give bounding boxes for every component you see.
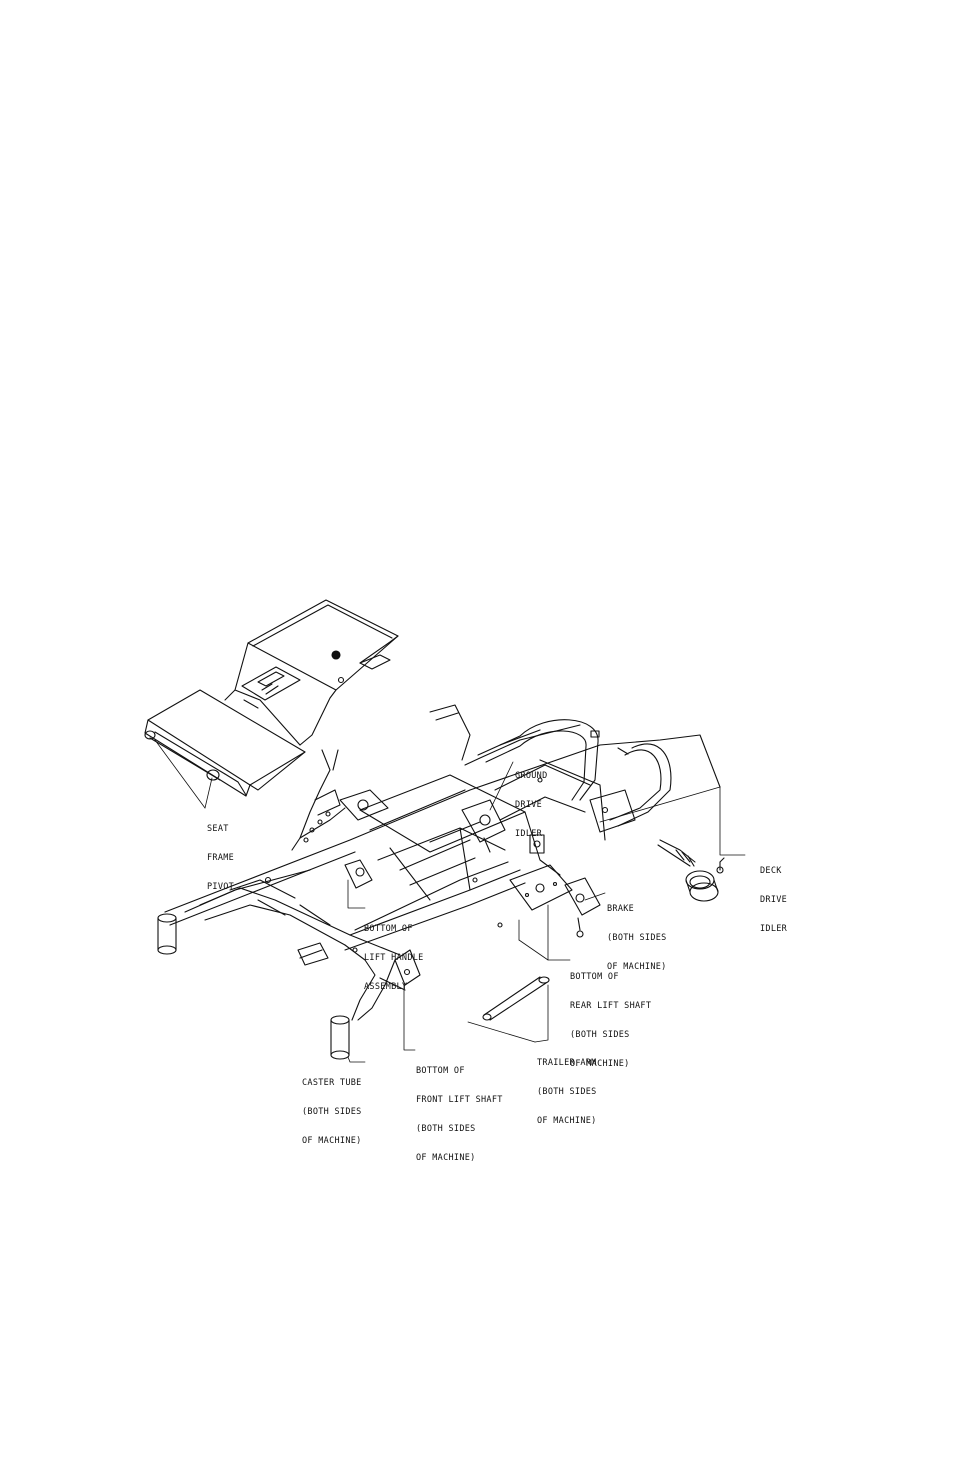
callout-line: DECK <box>760 866 782 877</box>
callout-line: BRAKE <box>607 904 635 915</box>
callout-line: FRAME <box>207 852 235 863</box>
callout-line: OF MACHINE) <box>537 1115 597 1126</box>
callout-line: (BOTH SIDES <box>607 932 667 943</box>
callout-line: DRIVE <box>760 894 788 905</box>
callout-line: BOTTOM OF <box>570 972 619 983</box>
callout-line: FRONT LIFT SHAFT <box>416 1094 503 1105</box>
callout-trailer-arm: TRAILER ARM (BOTH SIDES OF MACHINE) <box>537 1040 597 1146</box>
callout-rear-lift-shaft: BOTTOM OF REAR LIFT SHAFT (BOTH SIDES OF… <box>570 954 651 1088</box>
main-frame <box>157 704 721 1060</box>
callout-line: REAR LIFT SHAFT <box>570 1000 652 1011</box>
callout-brake: BRAKE (BOTH SIDES OF MACHINE) <box>607 886 667 992</box>
callout-line: (BOTH SIDES <box>416 1123 476 1134</box>
callout-line: OF MACHINE) <box>570 1058 630 1069</box>
callout-line: IDLER <box>515 828 543 839</box>
callout-line: SEAT <box>207 824 229 835</box>
callout-line: GROUND <box>515 771 548 782</box>
callout-line: (BOTH SIDES <box>302 1106 362 1117</box>
callout-front-lift-shaft: BOTTOM OF FRONT LIFT SHAFT (BOTH SIDES O… <box>416 1048 503 1182</box>
callout-line: BOTTOM OF <box>364 924 413 935</box>
callout-line: OF MACHINE) <box>416 1152 476 1163</box>
callout-line: CASTER TUBE <box>302 1078 362 1089</box>
callout-ground-drive-idler: GROUND DRIVE IDLER <box>515 753 548 859</box>
callout-line: TRAILER ARM <box>537 1058 597 1069</box>
callout-line: IDLER <box>760 923 788 934</box>
callout-line: BOTTOM OF <box>416 1066 465 1077</box>
trailer-arm <box>482 976 550 1021</box>
callout-line: OF MACHINE) <box>302 1135 362 1146</box>
callout-caster-tube: CASTER TUBE (BOTH SIDES OF MACHINE) <box>302 1060 362 1166</box>
seat-frame-assembly <box>144 599 399 797</box>
callout-line: PIVOT <box>207 881 235 892</box>
callout-line: DRIVE <box>515 799 543 810</box>
callout-line: LIFT HANDLE <box>364 952 424 963</box>
callout-lift-handle-assembly: BOTTOM OF LIFT HANDLE ASSEMBLY <box>364 906 424 1012</box>
leader-lines <box>154 739 746 1063</box>
callout-line: (BOTH SIDES <box>570 1029 630 1040</box>
callout-seat-frame-pivot: SEAT FRAME PIVOT <box>207 806 234 912</box>
callout-line: (BOTH SIDES <box>537 1086 597 1097</box>
callout-line: ASSEMBLY <box>364 981 408 992</box>
callout-line: OF MACHINE) <box>607 961 667 972</box>
callout-deck-drive-idler: DECK DRIVE IDLER <box>760 848 787 954</box>
deck-drive-idler <box>657 839 725 902</box>
